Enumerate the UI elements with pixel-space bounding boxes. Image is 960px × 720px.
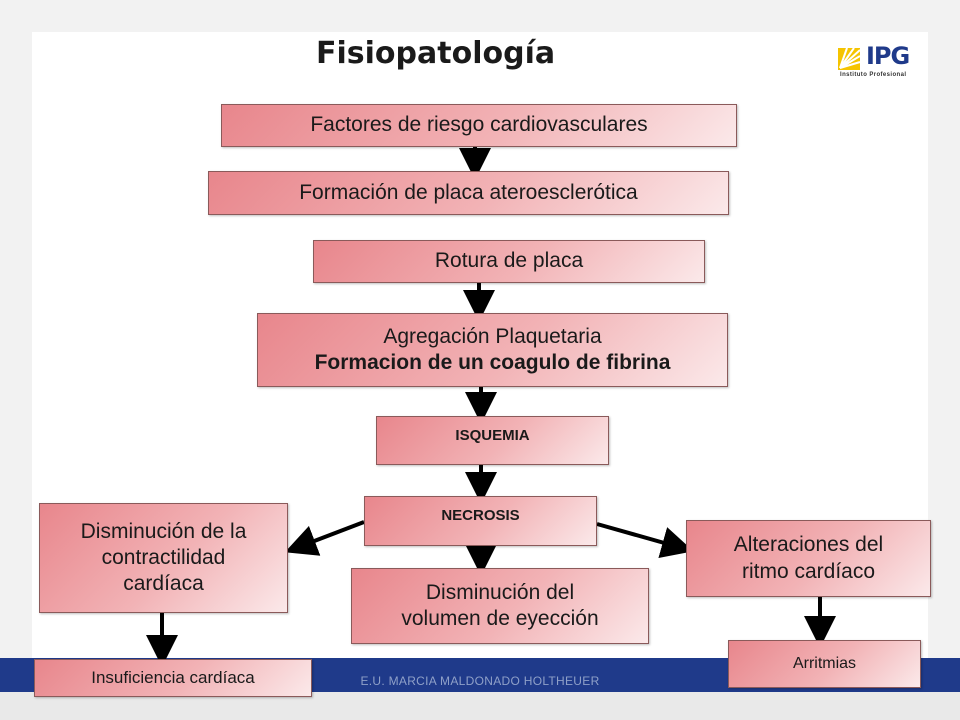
node-insuficiencia-cardiaca: Insuficiencia cardíaca bbox=[34, 659, 312, 697]
logo-text: IPG bbox=[866, 42, 910, 70]
node-disminucion-contractilidad: Disminución de la contractilidad cardíac… bbox=[39, 503, 288, 613]
node-formacion-placa: Formación de placa ateroesclerótica bbox=[208, 171, 729, 215]
node-disminucion-volumen: Disminución del volumen de eyección bbox=[351, 568, 649, 644]
node-label-line1: Agregación Plaquetaria bbox=[383, 324, 602, 348]
node-label: Factores de riesgo cardiovasculares bbox=[310, 113, 648, 137]
footer-author: E.U. MARCIA MALDONADO HOLTHEUER bbox=[360, 674, 600, 688]
node-label-line2: contractilidad bbox=[101, 545, 226, 569]
node-label: Formación de placa ateroesclerótica bbox=[299, 180, 638, 204]
node-label: Insuficiencia cardíaca bbox=[91, 668, 255, 688]
node-label-line2: ritmo cardíaco bbox=[741, 559, 876, 583]
logo-subtext: Instituto Profesional bbox=[840, 72, 907, 78]
node-label: Arritmias bbox=[792, 655, 857, 672]
node-label: Rotura de placa bbox=[434, 249, 584, 273]
node-label-line1: Disminución del bbox=[425, 580, 575, 604]
node-alteraciones-ritmo: Alteraciones del ritmo cardíaco bbox=[686, 520, 931, 597]
node-label-line1: Alteraciones del bbox=[733, 533, 884, 557]
node-label-line2: Formacion de un coagulo de fibrina bbox=[314, 351, 671, 374]
ipg-logo: IPG Instituto Profesional bbox=[836, 42, 920, 80]
node-factores-riesgo: Factores de riesgo cardiovasculares bbox=[221, 104, 737, 147]
node-arritmias: Arritmias bbox=[728, 640, 921, 688]
sunburst-logo-icon bbox=[838, 47, 861, 70]
node-agregacion-plaquetaria: Agregación Plaquetaria Formacion de un c… bbox=[257, 313, 728, 387]
node-rotura-placa: Rotura de placa bbox=[313, 240, 705, 283]
arrow-necrosis-ritmo bbox=[596, 522, 694, 558]
node-label-line3: cardíaca bbox=[123, 572, 204, 596]
slide-title: Fisiopatología bbox=[316, 36, 556, 71]
node-isquemia: ISQUEMIA bbox=[376, 416, 609, 465]
node-label-line1: Disminución de la bbox=[80, 519, 247, 543]
arrow-necrosis-contractilidad bbox=[284, 520, 365, 556]
node-necrosis: NECROSIS bbox=[364, 496, 597, 546]
node-label: ISQUEMIA bbox=[455, 427, 530, 444]
node-label-line2: volumen de eyección bbox=[401, 607, 599, 630]
node-label: NECROSIS bbox=[441, 507, 520, 524]
